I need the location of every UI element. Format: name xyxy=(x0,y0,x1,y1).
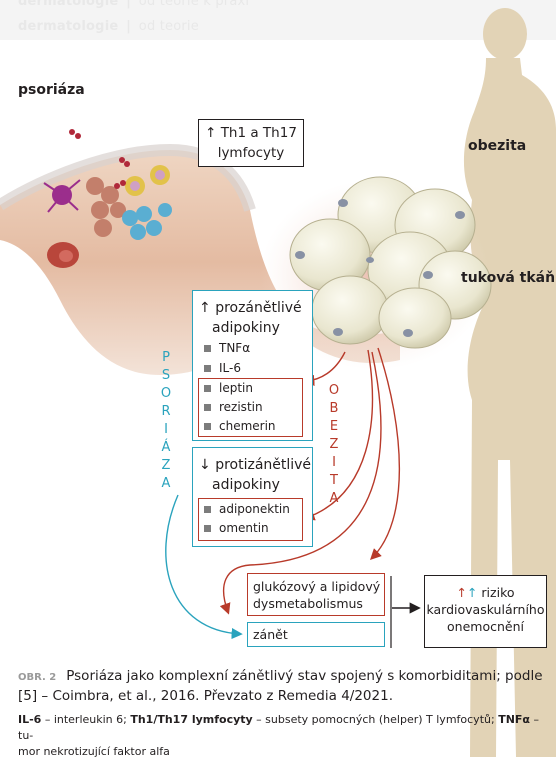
psoriasis-arrow xyxy=(165,494,243,640)
vletter: B xyxy=(329,401,339,416)
adiponectin-group-box xyxy=(198,498,303,541)
vletter: A xyxy=(329,491,339,506)
header-band xyxy=(0,0,556,40)
footnote: IL-6 – interleukin 6; Th1/Th17 lymfocyty… xyxy=(18,712,548,760)
item-omentin: omentin xyxy=(219,521,269,535)
header-journal: dermatologie xyxy=(18,0,119,9)
vletter: I xyxy=(164,422,168,437)
item-rezistin: rezistin xyxy=(219,400,263,414)
vletter: R xyxy=(161,404,171,419)
caption-line-1: Psoriáza jako komplexní zánětlivý stav s… xyxy=(66,668,543,684)
th-line-2: lymfocyty xyxy=(217,145,285,161)
list-item: adiponektin xyxy=(204,502,290,516)
bullet-icon xyxy=(204,384,211,392)
vletter: Á xyxy=(161,440,171,455)
th-line-1: Th1 a Th17 xyxy=(220,125,297,141)
item-tnfa: TNFα xyxy=(219,341,251,355)
list-item: TNFα xyxy=(204,341,250,355)
header-subtitle: od teorie k praxi xyxy=(138,0,250,9)
anti-title-line-2: adipokiny xyxy=(212,477,280,493)
footnote-line-2: mor nekrotizující faktor alfa xyxy=(18,745,170,758)
vletter: S xyxy=(161,368,171,383)
vletter: A xyxy=(161,476,171,491)
pro-title-line-1: prozánětlivé xyxy=(215,300,302,316)
inflammation-box: zánět xyxy=(247,622,385,647)
obesity-label: obezita xyxy=(468,138,527,154)
caption-line-2: [5] – Coimbra, et al., 2016. Převzato z … xyxy=(18,688,393,704)
risk-line-1: riziko xyxy=(481,585,515,600)
cv-risk-box: ↑↑ riziko kardiovaskulárního onemocnění xyxy=(424,575,547,648)
zanet-label: zánět xyxy=(253,627,288,642)
fat-cells xyxy=(289,176,492,349)
risk-line-2: kardiovaskulárního xyxy=(426,602,545,617)
bullet-icon xyxy=(204,344,211,352)
up-arrow-icon: ↑ xyxy=(205,125,217,141)
vletter: T xyxy=(330,473,338,488)
caption-label: OBR. 2 xyxy=(18,672,57,683)
list-item: leptin xyxy=(204,381,253,395)
dysmet-line-2: dysmetabolismus xyxy=(253,596,363,611)
item-il6: IL-6 xyxy=(219,361,241,375)
header-line-1: dermatologie | od teorie k praxi xyxy=(18,0,249,9)
list-item: IL-6 xyxy=(204,361,241,375)
item-chemerin: chemerin xyxy=(219,419,276,433)
proinflammatory-title: ↑ prozánětlivé adipokiny xyxy=(199,298,302,338)
header-line-2: dermatologie | od teorie xyxy=(18,19,199,34)
down-arrow-icon: ↓ xyxy=(199,457,211,473)
psoriasis-label: psoriáza xyxy=(18,82,85,98)
vletter: O xyxy=(160,386,172,401)
item-adiponektin: adiponektin xyxy=(219,502,290,516)
footnote-def-tnfa: – tu- xyxy=(18,713,539,742)
footnote-term-il6: IL-6 xyxy=(18,713,42,726)
bullet-icon xyxy=(204,422,211,430)
figure-caption: OBR. 2 Psoriáza jako komplexní zánětlivý … xyxy=(18,667,548,706)
up-arrow-icon: ↑ xyxy=(199,300,211,316)
list-item: rezistin xyxy=(204,400,263,414)
footnote-def-th: – subsety pomocných (helper) T lymfocytů… xyxy=(252,713,499,726)
th-lymphocytes-box: ↑ Th1 a Th17 lymfocyty xyxy=(198,119,304,167)
vletter: P xyxy=(162,350,170,365)
vletter: I xyxy=(332,455,336,470)
footnote-term-th: Th1/Th17 lymfocyty xyxy=(130,713,253,726)
dysmet-line-1: glukózový a lipidový xyxy=(253,579,381,594)
double-up-arrow-icon: ↑↑ xyxy=(456,585,478,600)
vletter: Z xyxy=(161,458,171,473)
list-item: chemerin xyxy=(204,419,276,433)
footnote-term-tnfa: TNFα xyxy=(498,713,530,726)
immune-cells xyxy=(43,129,172,268)
header-subtitle-2: od teorie xyxy=(138,19,199,34)
antiinflammatory-title: ↓ protizánětlivé adipokiny xyxy=(199,455,311,495)
vletter: E xyxy=(329,419,339,434)
bullet-icon xyxy=(204,505,211,513)
fat-cell-nuclei xyxy=(295,199,465,337)
vletter: O xyxy=(328,383,340,398)
bullet-icon xyxy=(204,403,211,411)
anti-title-line-1: protizánětlivé xyxy=(215,457,312,473)
leptin-group-box xyxy=(198,378,303,437)
obesity-arrows xyxy=(219,347,401,615)
bullet-icon xyxy=(204,524,211,532)
header-journal-2: dermatologie xyxy=(18,19,119,34)
list-item: omentin xyxy=(204,521,269,535)
footnote-def-il6: – interleukin 6; xyxy=(41,713,131,726)
pro-title-line-2: adipokiny xyxy=(212,320,280,336)
risk-line-3: onemocnění xyxy=(447,619,524,634)
dysmetabolism-box: glukózový a lipidový dysmetabolismus xyxy=(247,573,385,616)
fat-tissue-label: tuková tkáň xyxy=(461,270,556,286)
vletter: Z xyxy=(329,437,339,452)
item-leptin: leptin xyxy=(219,381,253,395)
bullet-icon xyxy=(204,364,211,372)
